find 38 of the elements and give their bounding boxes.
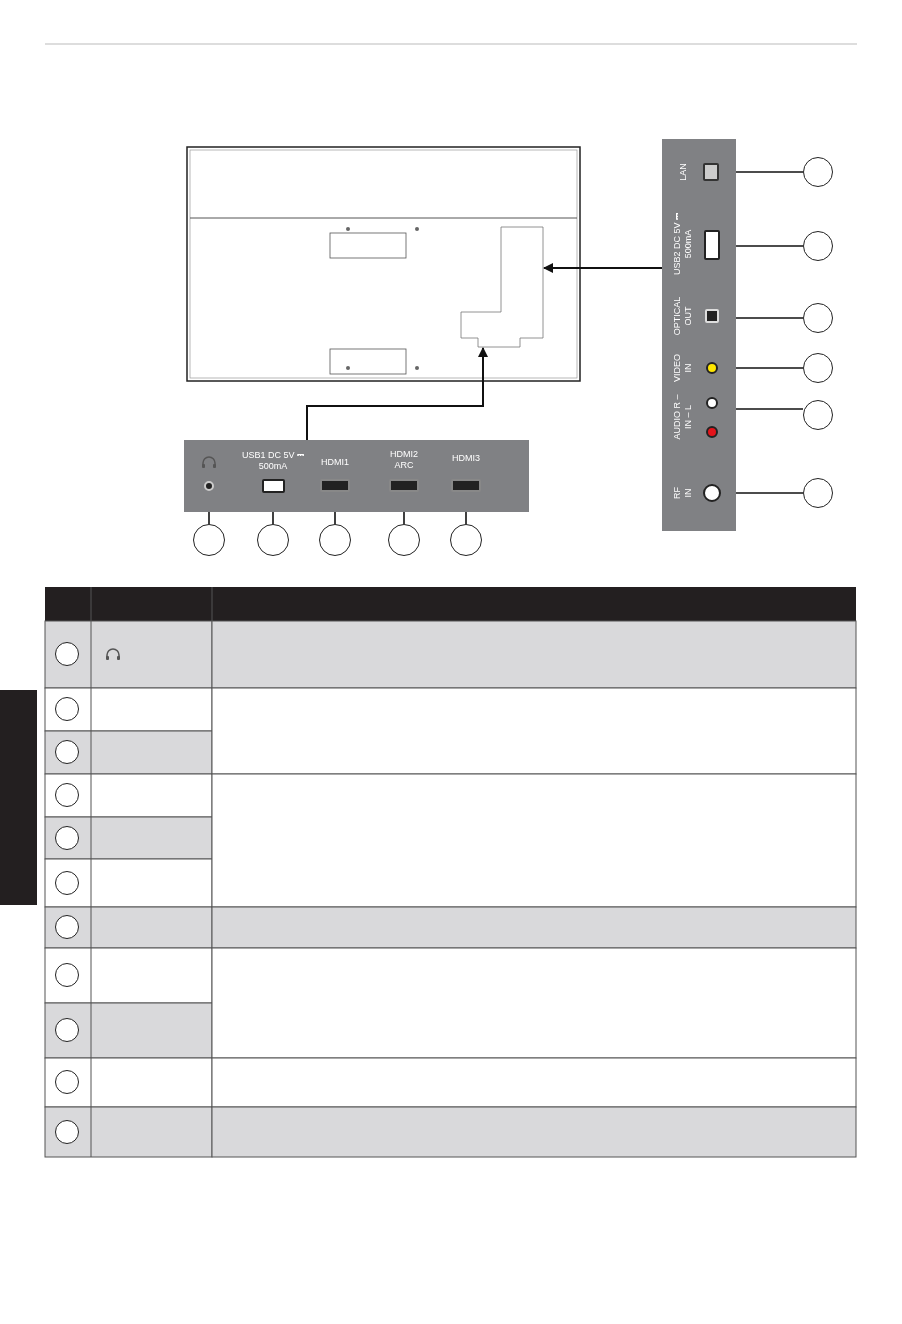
rca-jack <box>706 426 718 438</box>
usb-port <box>704 230 720 260</box>
port-board-outline <box>460 226 544 348</box>
port-label: USB1 DC 5V ⎓ 500mA <box>241 450 305 472</box>
callout-circle <box>450 524 482 556</box>
arrow <box>543 263 663 273</box>
port-label: USB2 DC 5V ⎓ 500mA <box>672 212 694 277</box>
rca-jack <box>706 397 718 409</box>
hdmi-port <box>389 479 419 492</box>
callout-circle <box>803 303 833 333</box>
callout-circle <box>803 353 833 383</box>
callout-circle <box>803 400 833 430</box>
port-label: HDMI3 <box>452 452 480 464</box>
optical-port <box>705 309 719 323</box>
callout-circle <box>193 524 225 556</box>
port-label: HDMI1 <box>321 456 349 468</box>
hdmi-port <box>320 479 350 492</box>
port-label: RF IN <box>672 486 694 500</box>
callout-circle <box>803 231 833 261</box>
callout-circle <box>803 157 833 187</box>
connector-panel <box>662 139 736 531</box>
rca-jack <box>706 362 718 374</box>
audio-jack <box>204 481 214 491</box>
connector-panel <box>184 440 529 512</box>
hdmi-port <box>451 479 481 492</box>
port-label: OPTICAL OUT <box>672 295 694 337</box>
port-label: AUDIO R – IN – L <box>672 393 694 441</box>
callout-circle <box>257 524 289 556</box>
port-label: LAN <box>677 163 689 181</box>
callout-circle <box>319 524 351 556</box>
callout-circle <box>803 478 833 508</box>
lan-port <box>703 163 719 181</box>
arrow <box>306 347 488 441</box>
usb-port <box>262 479 285 493</box>
coaxial-jack <box>703 484 721 502</box>
port-label: VIDEO IN <box>672 353 694 383</box>
callout-circle <box>388 524 420 556</box>
port-label: HDMI2 ARC <box>389 449 419 471</box>
